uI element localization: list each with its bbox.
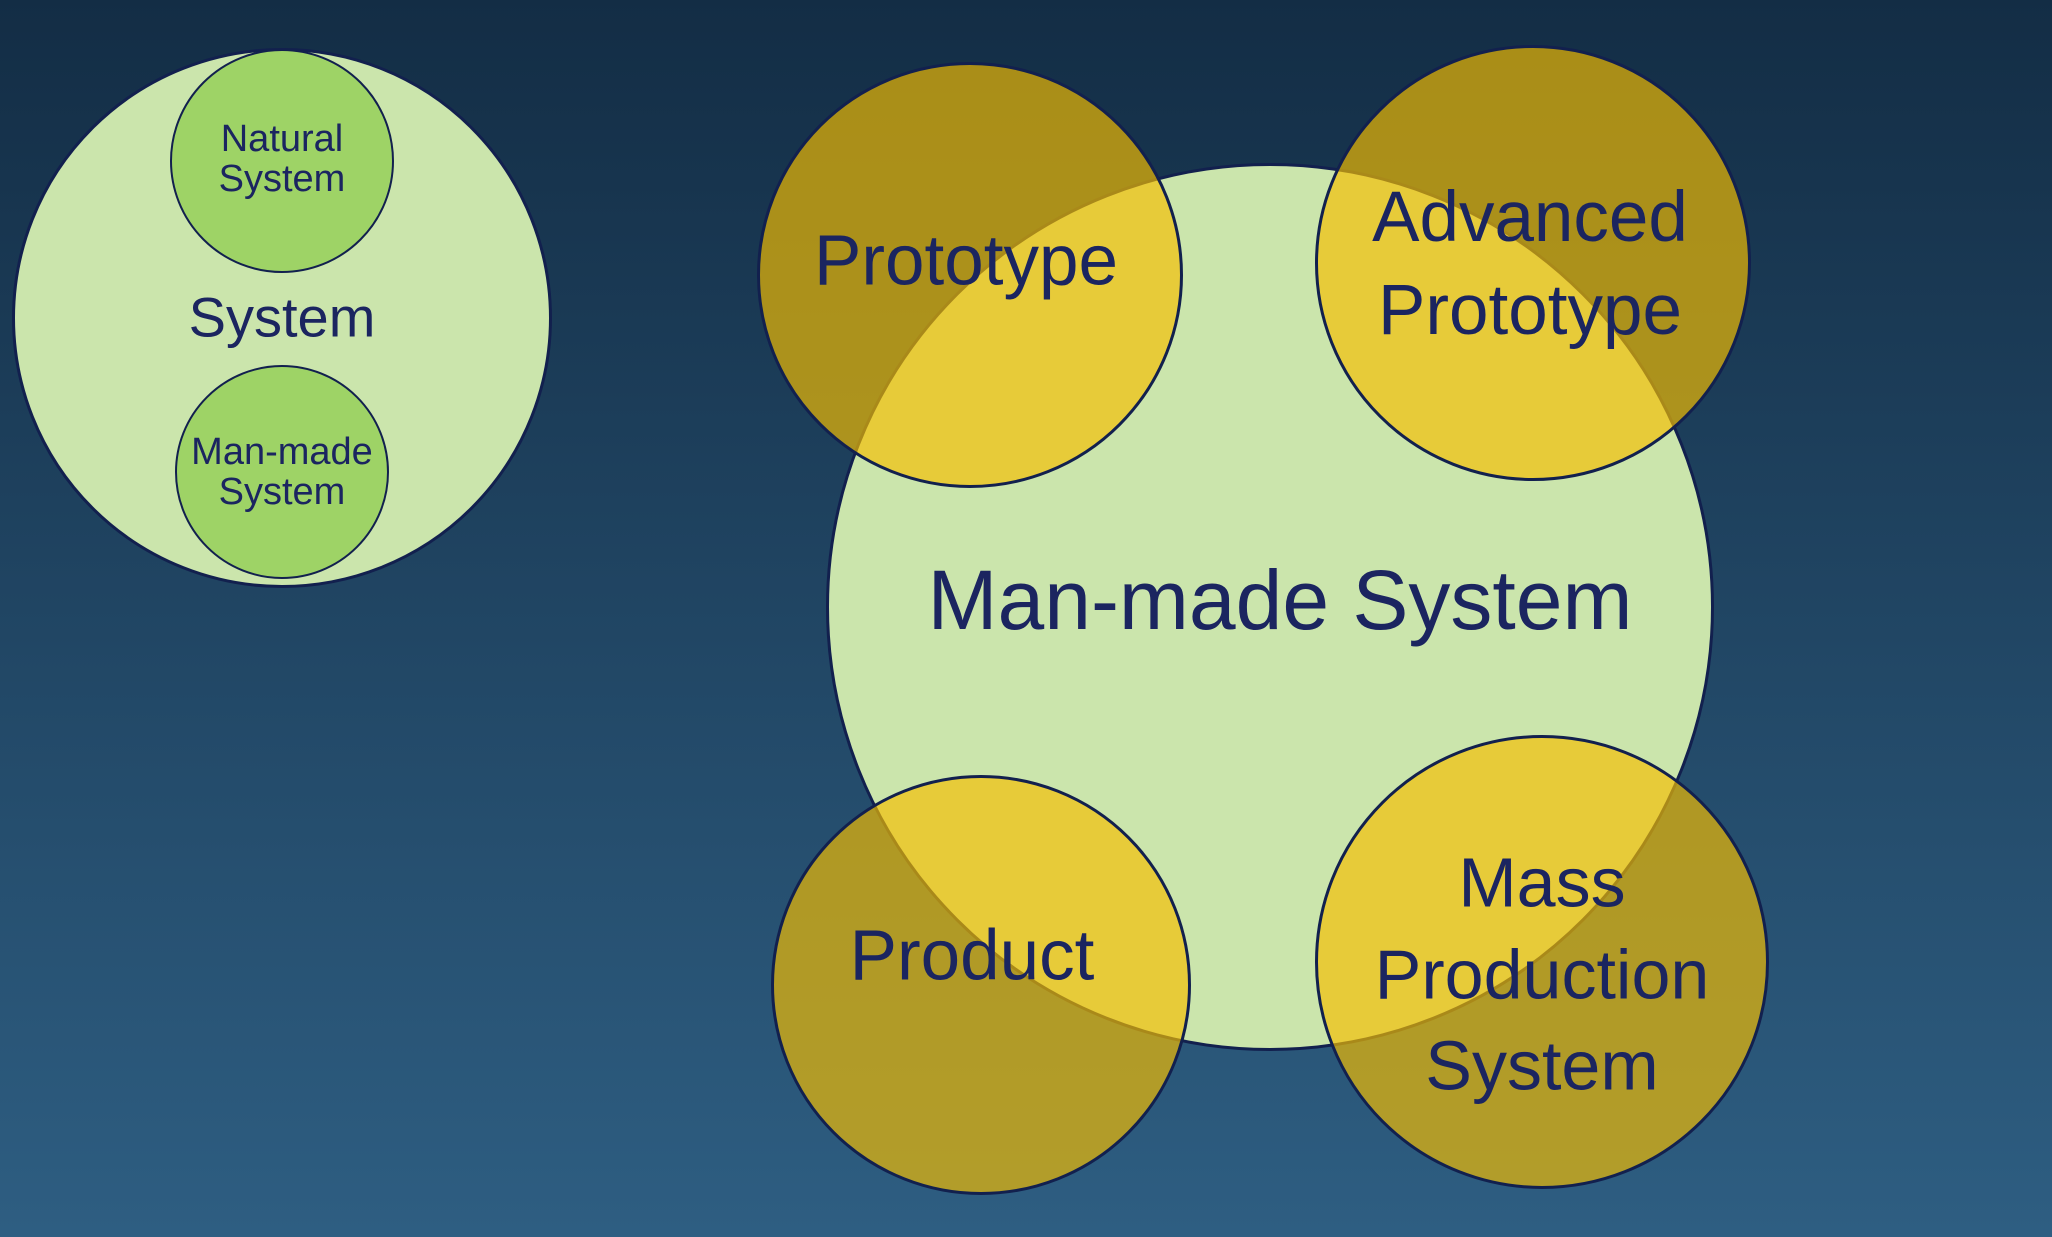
natural-system-circle — [170, 49, 394, 273]
prototype-circle — [757, 62, 1183, 488]
product-circle — [771, 775, 1191, 1195]
man-made-system-label: Man-made System — [927, 552, 1633, 647]
natural-system-label: Natural System — [218, 118, 346, 200]
system-label: System — [188, 285, 376, 349]
product-label: Product — [849, 916, 1095, 996]
mass-production-system-label: Mass Production System — [1374, 843, 1710, 1105]
man-made-system-sub-circle — [175, 365, 389, 579]
prototype-label: Prototype — [814, 221, 1118, 301]
advanced-prototype-label: Advanced Prototype — [1372, 178, 1688, 350]
advanced-prototype-circle — [1315, 45, 1751, 481]
mass-production-system-circle — [1315, 735, 1769, 1189]
man-made-system-sub-label: Man-made System — [191, 431, 373, 513]
